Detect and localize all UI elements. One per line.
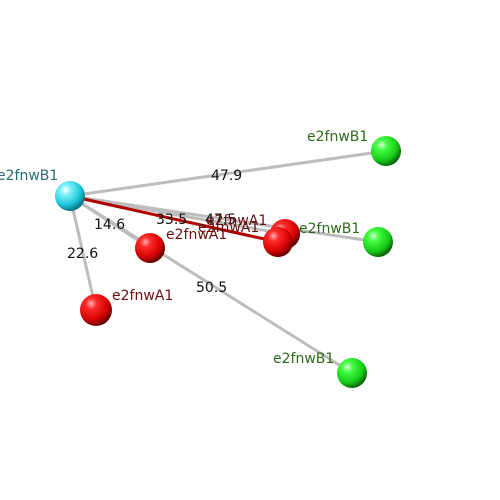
atom-a-left[interactable] [80,294,112,326]
bond-to-b-top [69,149,387,198]
atom-labels: e2fnwB1 e2fnwB1 e2fnwB1 e2fnwB1 e2fnwA1 … [0,129,368,367]
atom-label-a-far2: e2fnwA1 [206,213,267,229]
atom-layer [55,136,401,388]
distance-label: 22.6 [67,246,98,262]
atom-label-b-top: e2fnwB1 [307,129,368,145]
bond-to-b-low [69,194,353,375]
atom-b-low[interactable] [337,358,367,388]
distance-label: 47.5 [205,212,236,228]
distance-label: 50.5 [196,280,227,296]
bond-layer [68,149,387,375]
distance-label: 47.9 [211,168,242,184]
atom-label-a-far1: e2fnwA1 [198,220,259,236]
atom-b-top[interactable] [371,136,401,166]
atom-center[interactable] [55,181,85,211]
atom-label-b-low: e2fnwB1 [273,351,334,367]
distance-label: 14.6 [94,217,125,233]
atom-label-a-near: e2fnwA1 [166,227,227,243]
bond-to-a-far2 [69,194,286,236]
distance-labels: 47.9 14.6 22.6 50.5 33.5 47.5 [67,168,242,296]
atom-label-center: e2fnwB1 [0,168,58,184]
bond-to-a-left [68,195,98,311]
distance-label: 33.5 [156,212,187,228]
atom-a-far1[interactable] [263,227,293,257]
atom-label-b-mid: e2fnwB1 [299,221,360,237]
bond-to-a-far1-highlight [69,194,279,244]
atom-a-near[interactable] [135,233,165,263]
atom-label-a-left: e2fnwA1 [112,288,173,304]
atom-b-mid[interactable] [363,227,393,257]
